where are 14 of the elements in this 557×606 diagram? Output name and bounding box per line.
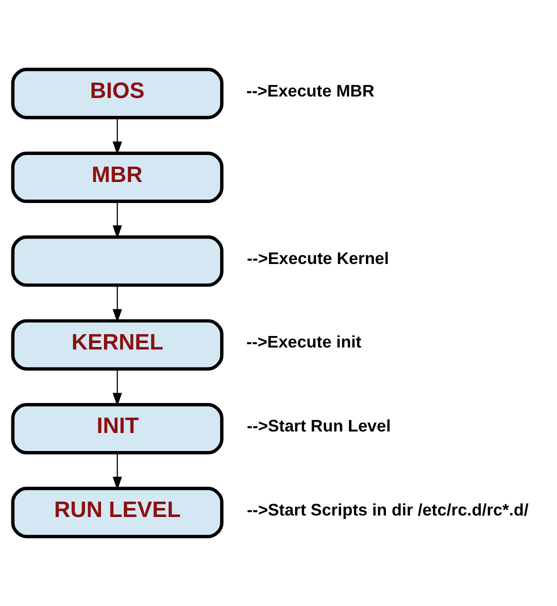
node-box: INIT	[11, 403, 224, 454]
arrow	[112, 202, 122, 239]
node-box: KERNEL	[11, 319, 224, 371]
arrow	[112, 118, 122, 155]
arrow	[112, 369, 122, 406]
node-label: -->Start Scripts in dir /etc/rc.d/rc*.d/	[246, 500, 529, 520]
node-label: -->Execute Kernel	[246, 248, 389, 268]
node-box: BIOS	[11, 68, 224, 120]
node-label: -->Execute init	[246, 332, 362, 352]
node-label: -->Execute MBR	[246, 81, 374, 100]
node-box: MBR	[11, 152, 224, 203]
node-label: -->Start Run Level	[246, 416, 391, 436]
node-box	[11, 235, 224, 287]
node-box: RUN LEVEL	[11, 486, 224, 538]
